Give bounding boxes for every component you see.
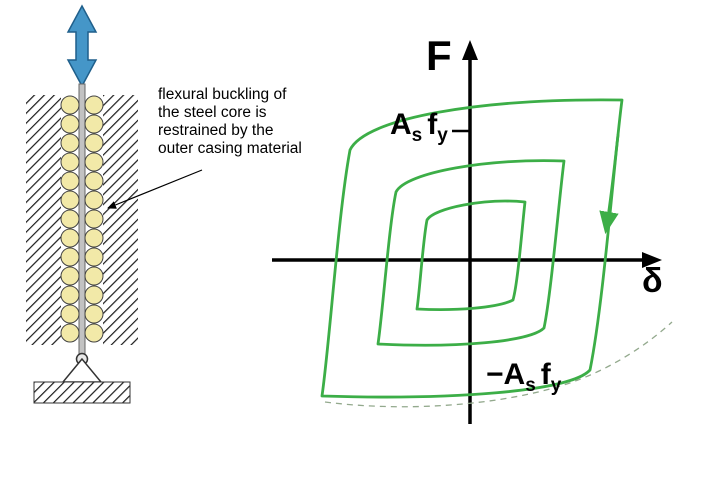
brace-schematic [26,4,203,404]
x-axis-arrowhead-icon [642,252,662,268]
x-axis-label: δ [642,262,663,300]
casing-right [103,95,138,345]
restraint-circle [60,171,80,191]
restraint-circle [84,190,104,210]
restraint-circle [84,228,104,248]
restraint-circle [84,152,104,172]
steel-core [78,83,86,357]
hysteresis-loop-outer [320,98,624,399]
pin-triangle [61,357,103,383]
restraint-circle [60,114,80,134]
restraint-circle [84,95,104,115]
restraint-circle [60,152,80,172]
restraint-circle [84,323,104,343]
restraint-circle [60,247,80,267]
restraint-circle [84,266,104,286]
restraint-circle [84,285,104,305]
pos-yield-f: f [427,108,438,141]
restraint-circle [84,171,104,191]
annotation-line: restrained by the [158,122,274,139]
restraint-circle [84,247,104,267]
hysteresis-plot [272,40,673,424]
restraint-circles [60,95,104,343]
neg-yield-A: A [503,358,526,391]
annotation-line: outer casing material [158,140,302,157]
neg-yield-sub-s: s [525,375,536,396]
restraint-circle [60,95,80,115]
restraint-circle [84,304,104,324]
pos-yield-sub-s: s [411,125,423,146]
neg-yield-minus: − [486,358,504,391]
pos-yield-A: A [390,108,412,141]
annotation-pointer-line [107,169,203,209]
hysteresis-loop-inner [415,199,527,311]
backbone-dashed-curve [324,321,673,408]
annotation-line: flexural buckling of [158,86,287,103]
restraint-circle [84,114,104,134]
neg-yield-sub-y: y [550,375,562,396]
restraint-circle [84,133,104,153]
hysteresis-curves [320,98,624,399]
pos-yield-sub-y: y [437,125,448,146]
restraint-circle [60,209,80,229]
casing-left [26,95,61,345]
restraint-circle [60,266,80,286]
hysteresis-loop-middle [376,159,566,347]
loading-direction-arrow-path [599,133,620,235]
neg-yield-f: f [540,358,551,391]
restraint-circle [60,228,80,248]
annotation-line: the steel core is [158,104,267,121]
restraint-circle [60,133,80,153]
restraint-circle [60,323,80,343]
axial-load-arrow-icon [66,4,98,88]
annotation-text: flexural buckling of the steel core is r… [158,86,358,158]
restraint-circle [60,304,80,324]
support-ground [33,381,131,404]
restraint-circle [60,285,80,305]
y-axis-arrowhead-icon [462,40,478,60]
restraint-circle [60,190,80,210]
restraint-circle [84,209,104,229]
y-axis-label: F [426,32,452,79]
